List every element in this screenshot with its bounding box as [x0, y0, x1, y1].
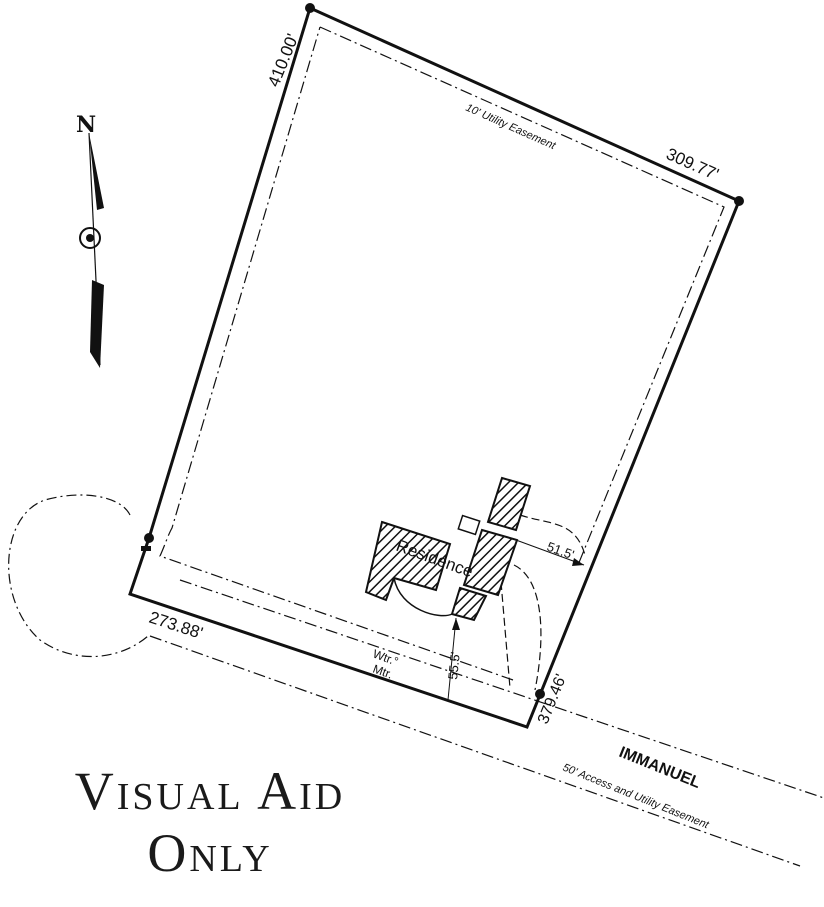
north-arrow-center-dot	[86, 234, 94, 242]
residence-wing-south	[450, 586, 488, 622]
residence-core	[462, 528, 519, 597]
side-setback-arrow	[572, 558, 584, 566]
dim-top-left: 410.00'	[264, 31, 302, 89]
monument-north	[305, 3, 315, 13]
residence-patio	[393, 577, 453, 617]
road-line-upper	[179, 579, 824, 799]
dim-top-right: 309.77'	[663, 144, 721, 184]
residence-wing-north	[486, 476, 532, 532]
front-setback-line	[447, 617, 457, 701]
north-label: N	[76, 112, 96, 138]
monument-east	[734, 196, 744, 206]
residence-porch	[457, 514, 481, 536]
front-setback-label: 55.5'	[445, 651, 463, 680]
visual-aid-line1: Visual Aid	[74, 761, 346, 821]
north-arrow-upper-blade	[89, 133, 104, 210]
cul-de-sac-outline	[8, 494, 149, 658]
residence: Residence	[364, 476, 532, 622]
front-setback-arrow	[452, 618, 460, 630]
road-line-lower	[149, 635, 801, 867]
utility-easement-line	[159, 26, 725, 681]
side-setback-line	[515, 539, 585, 566]
driveway-outline	[499, 514, 586, 691]
north-arrow-center-icon	[79, 227, 101, 249]
property-boundary	[128, 5, 741, 729]
water-meter-label-line2: Mtr.	[371, 662, 395, 682]
monument-west	[144, 533, 154, 543]
monument-south	[535, 689, 545, 699]
dim-bottom-right: 379.46'	[535, 672, 570, 727]
north-arrow: N	[76, 112, 104, 368]
visual-aid-banner: Visual Aid Only	[60, 760, 360, 884]
visual-aid-line2: Only	[147, 823, 273, 884]
monument-west-marker	[141, 546, 151, 551]
road-name-label: IMMANUEL	[617, 744, 704, 792]
north-arrow-lower-blade	[90, 280, 104, 368]
side-setback-label: 51.5'	[545, 539, 576, 563]
